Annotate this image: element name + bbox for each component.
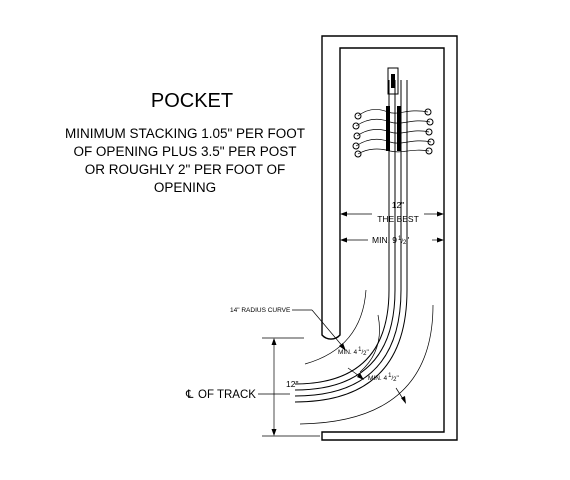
curve-outer-reference	[299, 304, 434, 425]
curve-mid-reference	[359, 314, 380, 373]
note-line-1: MINIMUM STACKING 1.05" PER FOOT	[65, 126, 305, 141]
curved-track	[294, 289, 434, 425]
curve-min-2-label: MIN. 41/2"	[368, 373, 400, 383]
best-width-value: 12"	[392, 200, 404, 210]
centerline-callout: ℄ OF TRACK	[185, 389, 290, 401]
diagram-title: POCKET	[151, 90, 233, 112]
curve-min-dimension-2: MIN. 41/2"	[368, 373, 406, 404]
radius-callout: 14" RADIUS CURVE	[230, 307, 346, 351]
centerline-symbol: ℄	[185, 389, 194, 401]
panel-stack-row-1	[354, 106, 432, 120]
radius-label: 14" RADIUS CURVE	[230, 307, 291, 314]
curve-inner-reference	[304, 289, 367, 365]
curve-min-1-label: MIN. 41/2"	[338, 347, 370, 357]
min-width-dimension: MIN. 91/2"	[340, 235, 444, 246]
curve-min-dimension-1: MIN. 41/2"	[338, 347, 370, 380]
min-width-label: MIN. 91/2"	[372, 235, 409, 246]
panel-stack-row-2	[352, 117, 434, 130]
stacked-panels	[352, 67, 435, 158]
panel-stack-row-5	[354, 147, 433, 158]
stacking-note: MINIMUM STACKING 1.05" PER FOOT OF OPENI…	[65, 126, 305, 195]
side-dimension: 12"	[262, 337, 320, 437]
panel-stack-row-4	[352, 138, 435, 151]
best-width-label: THE BEST	[377, 214, 419, 224]
best-width-dimension: 12" THE BEST	[340, 200, 444, 224]
note-line-2: OF OPENING PLUS 3.5" PER POST	[73, 144, 296, 159]
side-dimension-value: 12"	[286, 379, 298, 389]
centerline-label: OF TRACK	[198, 389, 256, 401]
panel-top-carrier	[387, 67, 399, 95]
note-line-3: OR ROUGHLY 2" PER FOOT OF	[85, 162, 286, 177]
pocket-wall-outline	[321, 35, 458, 441]
panel-stack-row-3	[353, 128, 433, 140]
note-line-4: OPENING	[154, 180, 216, 195]
panel-top-carrier-fill	[391, 74, 395, 88]
